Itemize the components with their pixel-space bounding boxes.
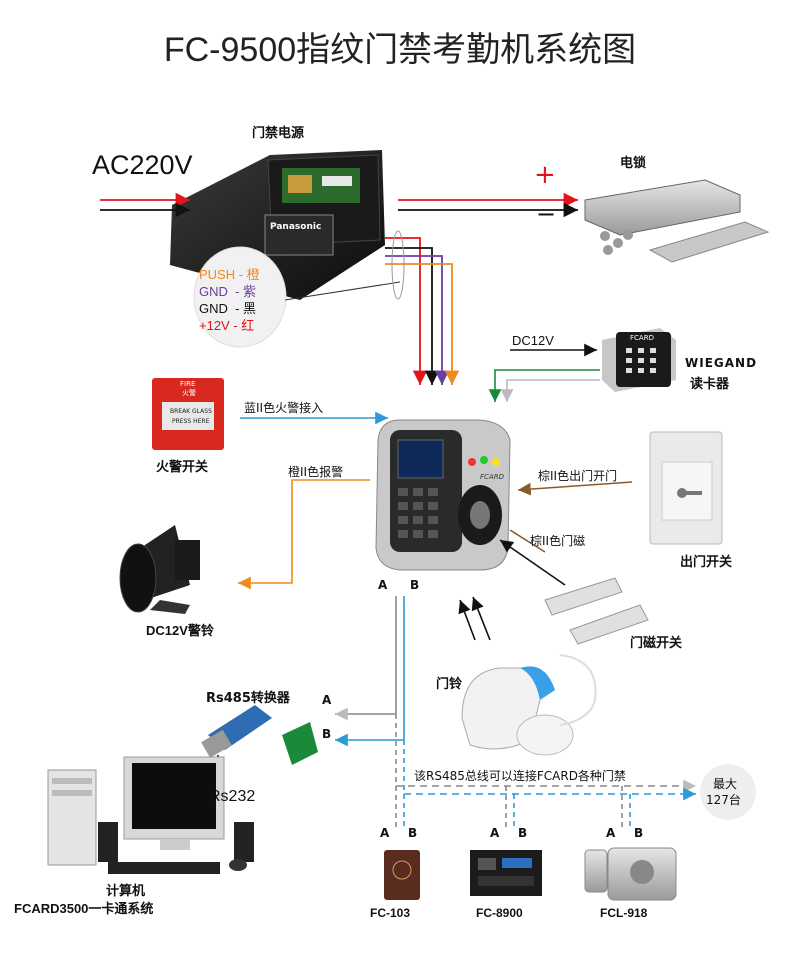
rs485-a-label: A	[322, 693, 332, 707]
rs232-label: Rs232	[209, 788, 256, 805]
wire-bundle-ring	[391, 230, 405, 300]
fire-switch-top-en: FIRE	[180, 380, 196, 388]
alarm-line-label: 橙II色报警	[288, 465, 344, 479]
bus-max-line2: 127台	[706, 793, 741, 807]
alarm-line	[238, 479, 370, 590]
wire-legend-orange: PUSH - 橙	[199, 267, 260, 282]
fire-switch-top-cn: 火警	[182, 389, 196, 397]
wire-red	[385, 237, 428, 385]
wire-orange	[385, 263, 460, 385]
power-label: 门禁电源	[252, 126, 305, 141]
fc8900-label: FC-8900	[476, 906, 523, 920]
ac-voltage-label: AC220V	[92, 150, 193, 180]
door-bell	[461, 654, 597, 756]
legend-pointer	[284, 281, 401, 301]
door-line-label: 棕II色门磁	[530, 534, 586, 548]
bell-line-1	[458, 599, 476, 641]
minus-sign: −	[536, 200, 557, 228]
door-line-upper	[509, 529, 546, 553]
computer-setup	[47, 756, 254, 874]
fc8900-b-label: B	[518, 826, 528, 840]
fc8900-board	[470, 850, 542, 896]
fire-switch	[152, 378, 224, 450]
fire-line-label: 蓝II色火警接入	[244, 401, 324, 415]
magnetic-lock	[584, 179, 770, 263]
exit-line-label: 棕II色出门开门	[538, 469, 618, 483]
exit-switch-label: 出门开关	[680, 555, 733, 570]
wire-black	[385, 247, 440, 385]
bell-label: 门铃	[436, 677, 463, 692]
wire-legend-black: GND - 黑	[199, 301, 257, 316]
rs485-label: Rs485转换器	[206, 691, 290, 706]
terminal-brand: FCARD	[480, 473, 504, 481]
fc103-label: FC-103	[370, 906, 411, 920]
reader-data-line-white	[500, 379, 600, 402]
fc9500-terminal	[375, 419, 511, 571]
fcl918-label: FCL-918	[600, 906, 648, 920]
alarm-label: DC12V警铃	[146, 623, 214, 638]
fc8900-a-label: A	[490, 826, 500, 840]
lock-label: 电锁	[620, 156, 647, 171]
door-sensor-label: 门磁开关	[630, 636, 683, 651]
wire-legend-purple: GND - 紫	[199, 284, 257, 299]
fcl918-lock	[584, 847, 677, 901]
max-bubble	[700, 764, 756, 820]
rs485-b-label: B	[322, 727, 332, 741]
fire-switch-label: 火警开关	[156, 460, 209, 475]
exit-line	[517, 481, 633, 496]
panasonic-brand: Panasonic	[270, 222, 322, 232]
fc103-reader	[384, 850, 420, 900]
reader-label-wiegand: WIEGAND	[685, 356, 758, 370]
terminal-b-label: B	[410, 578, 420, 592]
alarm-siren	[119, 525, 200, 614]
page-title: FC-9500指纹门禁考勤机系统图	[163, 31, 637, 69]
reader-label-cn: 读卡器	[690, 377, 730, 392]
reader-dc-label: DC12V	[512, 333, 554, 348]
fc103-b-label: B	[408, 826, 418, 840]
fcl918-a-label: A	[606, 826, 616, 840]
wire-legend-red: +12V - 红	[199, 318, 255, 333]
terminal-a-label: A	[378, 578, 388, 592]
wire-legend-bubble	[193, 246, 287, 348]
computer-label-2: FCARD3500一卡通系统	[14, 901, 154, 916]
plus-sign: +	[534, 160, 556, 190]
fcl918-b-label: B	[634, 826, 644, 840]
door-line-lower	[499, 539, 566, 586]
fc103-a-label: A	[380, 826, 390, 840]
fire-switch-glass-2: PRESS HERE	[172, 418, 210, 425]
exit-switch	[649, 431, 723, 545]
rs485-converter	[201, 705, 318, 775]
fire-switch-glass-1: BREAK GLASS	[170, 408, 212, 415]
wiegand-reader	[602, 328, 676, 392]
wire-purple	[385, 255, 450, 385]
reader-brand: FCARD	[630, 334, 654, 342]
bus-caption: 该RS485总线可以连接FCARD各种门禁	[414, 769, 626, 783]
door-sensor	[544, 577, 649, 645]
reader-data-line-green	[488, 369, 600, 402]
computer-label-1: 计算机	[106, 884, 146, 899]
bell-line-2	[471, 596, 491, 641]
bus-max-line1: 最大	[713, 777, 738, 791]
